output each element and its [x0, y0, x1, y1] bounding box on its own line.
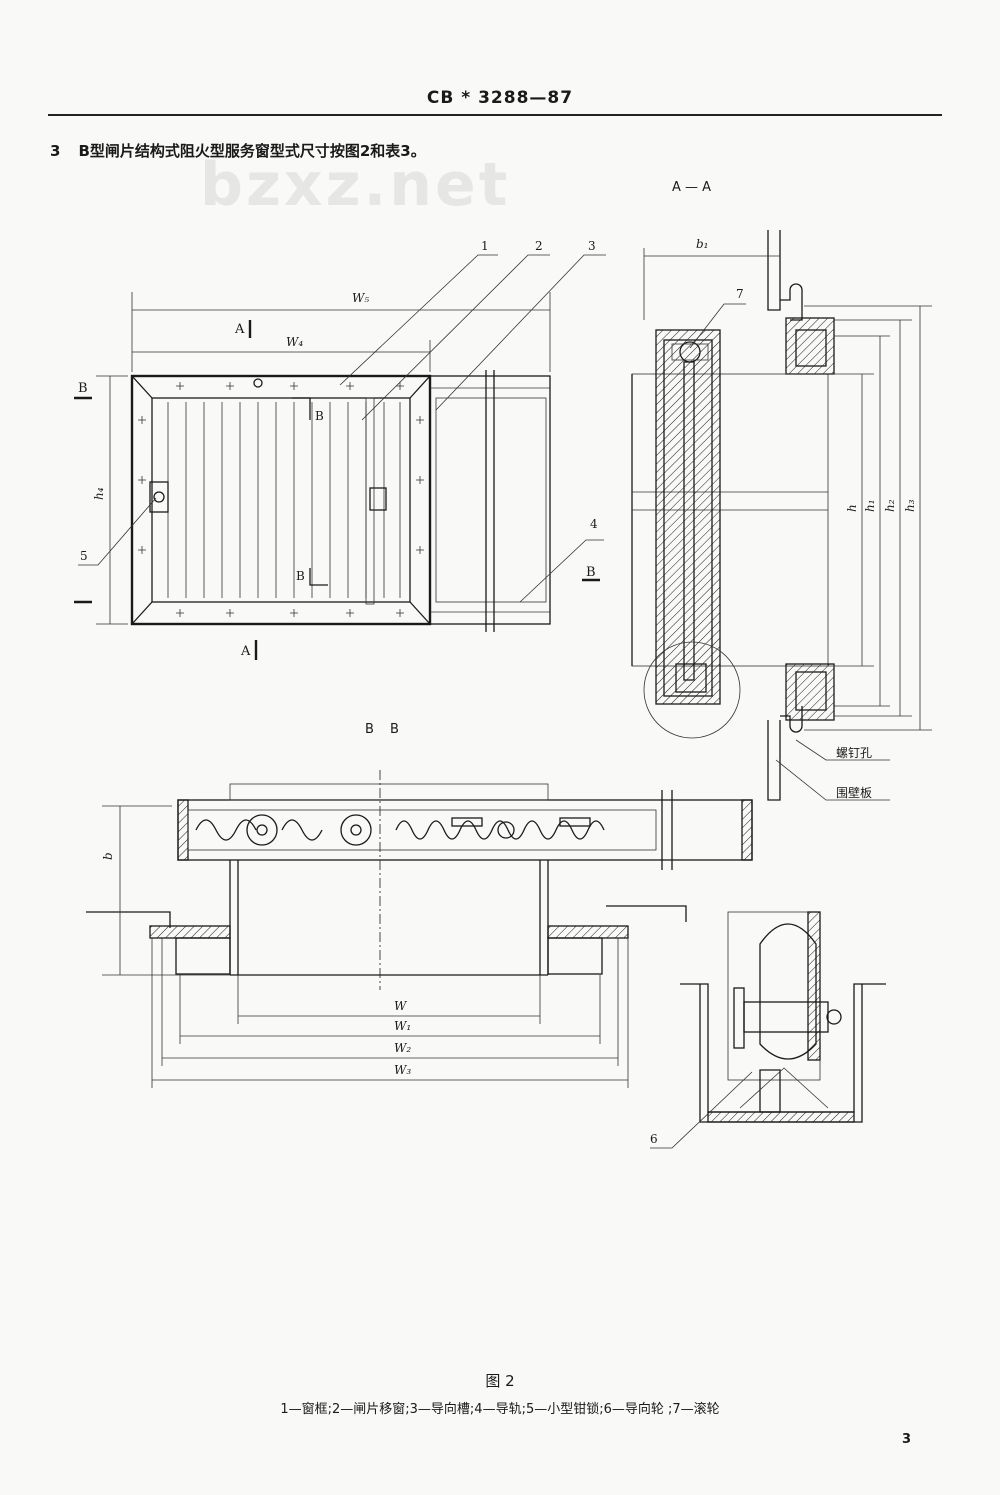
marker-b-right: B: [586, 565, 596, 580]
figure-title: 图 2: [485, 1372, 515, 1390]
detail-circle: [643, 641, 741, 739]
guide-channel: [655, 329, 721, 705]
clause-text: B型闸片结构式阻火型服务窗型式尺寸按图2和表3。: [78, 142, 426, 160]
guide-rail-extension: [429, 375, 551, 625]
bulkhead-bottom: [767, 720, 781, 801]
section-bb-view: b W W₁ W₂ W₃: [86, 770, 753, 1088]
standard-header: CB * 3288—87: [426, 88, 574, 108]
dim-h4: h₄: [92, 487, 106, 500]
clause-number: 3: [50, 142, 61, 160]
callout-7: 7: [736, 287, 744, 301]
header-rule: [48, 114, 942, 116]
clause-paragraph: 3 B型闸片结构式阻火型服务窗型式尺寸按图2和表3。: [50, 140, 426, 161]
frame-screws: [138, 382, 424, 617]
bulkhead-top: [767, 230, 781, 311]
dim-h: h: [845, 504, 859, 512]
guide-wheel-detail: 6: [650, 911, 886, 1149]
window-frame-outer: [130, 374, 432, 626]
handle: [369, 487, 387, 511]
dim-h1: h₁: [863, 499, 877, 512]
roller: [679, 341, 701, 363]
section-aa-title: A — A: [672, 180, 712, 195]
dim-w: W: [394, 999, 408, 1013]
dim-b1: b₁: [696, 237, 709, 251]
dim-h2: h₂: [883, 499, 897, 512]
watermark: bzxz.net: [200, 150, 511, 220]
dim-b: b: [101, 852, 115, 860]
marker-a-top: A: [234, 322, 245, 337]
marker-a-bottom: A: [240, 644, 251, 659]
marker-b-inner-top: B: [315, 409, 324, 423]
marker-b-left: B: [78, 381, 88, 396]
guide-track: [177, 799, 753, 861]
roller-2: [340, 814, 372, 846]
dim-w1: W₁: [394, 1019, 411, 1033]
small-clamp-lock: [149, 481, 169, 513]
dim-w2: W₂: [394, 1041, 411, 1055]
front-view: W₅ W₄ h₄ A A B B B B 1 2: [74, 239, 606, 660]
label-screw-hole: 螺钉孔: [836, 746, 872, 760]
shutter-slats: [167, 402, 401, 598]
callout-6: 6: [650, 1132, 658, 1146]
callout-4: 4: [590, 517, 598, 531]
dim-w5: W₅: [352, 291, 369, 305]
callout-1: 1: [481, 239, 489, 253]
callout-5: 5: [80, 549, 88, 563]
dim-w3: W₃: [394, 1063, 411, 1077]
roller-1: [246, 814, 278, 846]
window-frame-inner: [151, 397, 411, 603]
section-aa-view: b₁ h h₁ h₂ h₃ 7 螺钉孔 围壁板: [631, 230, 932, 801]
section-bb-title: B B: [365, 722, 399, 737]
label-bulkhead: 围壁板: [836, 785, 872, 800]
dim-w4: W₄: [286, 335, 303, 349]
marker-b-inner-bottom: B: [296, 569, 305, 583]
figure-legend: 1—窗框;2—闸片移窗;3—导向槽;4—导轨;5—小型钳锁;6—导向轮 ;7—滚…: [280, 1402, 720, 1417]
callout-3: 3: [588, 239, 596, 253]
dim-h3: h₃: [903, 499, 917, 512]
guide-wheel: [759, 923, 817, 1060]
page-number: 3: [902, 1432, 912, 1447]
callout-2: 2: [535, 239, 543, 253]
